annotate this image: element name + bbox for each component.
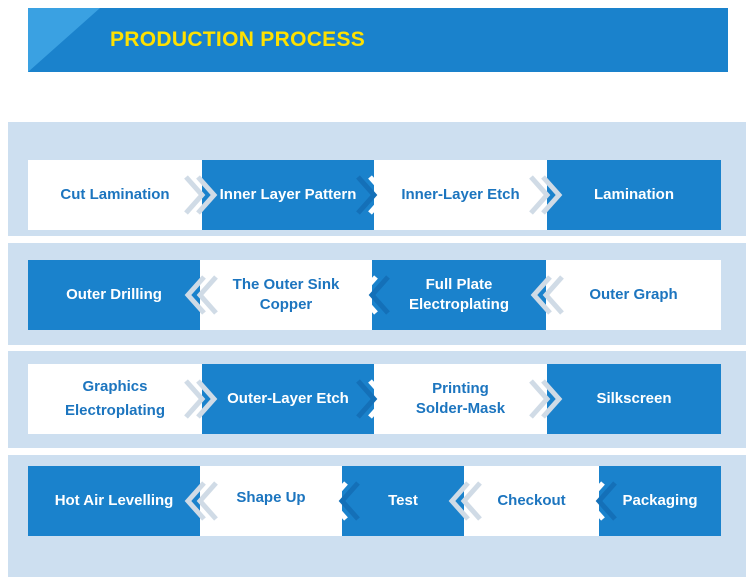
process-row-1: Cut Lamination Inner Layer Pattern Inner… (28, 160, 721, 230)
step-silkscreen: Silkscreen (547, 364, 721, 434)
chevron-left-icon (356, 275, 390, 315)
step-inner-layer-etch: Inner-Layer Etch (374, 160, 563, 230)
step-outer-layer-etch: Outer-Layer Etch (202, 364, 390, 434)
step-full-plate-electroplating: Full Plate Electroplating (356, 260, 546, 330)
chevron-right-icon (184, 175, 218, 215)
step-shape-up: Shape Up (184, 466, 342, 536)
chevron-left-icon (184, 481, 218, 521)
process-row-4: Hot Air Levelling Shape Up Test Checkout… (28, 466, 721, 536)
chevron-right-icon (356, 379, 390, 419)
step-hot-air-levelling: Hot Air Levelling (28, 466, 200, 536)
step-lamination: Lamination (547, 160, 721, 230)
chevron-left-icon (530, 275, 564, 315)
chevron-left-icon (448, 481, 482, 521)
process-row-3: Graphics Electroplating Outer-Layer Etch… (28, 364, 721, 434)
chevron-right-icon (184, 379, 218, 419)
step-inner-layer-pattern: Inner Layer Pattern (202, 160, 390, 230)
chevron-right-icon (529, 379, 563, 419)
step-graphics-electroplating: Graphics Electroplating (28, 364, 218, 434)
step-packaging: Packaging (583, 466, 721, 536)
step-checkout: Checkout (448, 466, 599, 536)
process-row-2: Outer Drilling The Outer Sink Copper Ful… (28, 260, 721, 330)
chevron-left-icon (583, 481, 617, 521)
chevron-right-icon (529, 175, 563, 215)
chevron-left-icon (184, 275, 218, 315)
page-title: PRODUCTION PROCESS (110, 28, 366, 51)
chevron-left-icon (326, 481, 360, 521)
step-outer-drilling: Outer Drilling (28, 260, 200, 330)
step-printing-solder-mask: Printing Solder-Mask (374, 364, 563, 434)
step-cut-lamination: Cut Lamination (28, 160, 218, 230)
chevron-right-icon (356, 175, 390, 215)
header-banner (28, 8, 728, 72)
header-fold-decoration (28, 8, 100, 72)
step-test: Test (326, 466, 464, 536)
step-outer-sink-copper: The Outer Sink Copper (184, 260, 372, 330)
step-outer-graph: Outer Graph (530, 260, 721, 330)
